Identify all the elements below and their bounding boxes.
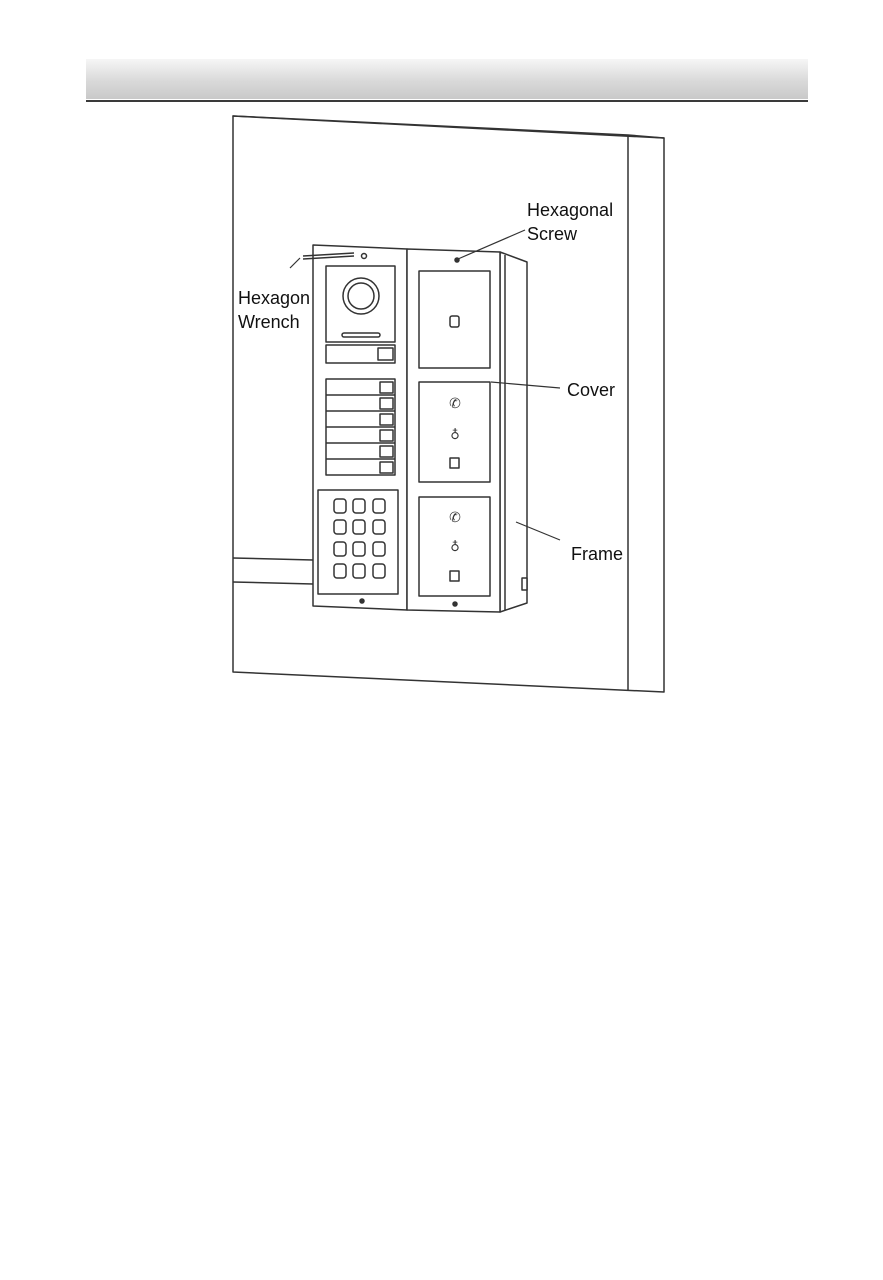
door-icon — [450, 458, 459, 468]
button-module — [326, 379, 395, 475]
right-module-column: ✆ ♁ ✆ ♁ — [407, 249, 500, 612]
phone-icon: ✆ — [449, 396, 461, 412]
frame-side — [500, 252, 527, 612]
device-frame — [500, 252, 527, 612]
keypad-module — [318, 490, 398, 603]
card-icon — [450, 316, 459, 327]
top-screw-left — [362, 254, 367, 259]
phone-icon: ✆ — [449, 510, 461, 526]
call-button — [378, 348, 393, 360]
label-hexagonal-screw-line2: Screw — [527, 224, 578, 244]
label-hexagon-wrench-line1: Hexagon — [238, 288, 310, 308]
label-frame: Frame — [571, 544, 623, 564]
label-hexagonal-screw-line1: Hexagonal — [527, 200, 613, 220]
label-cover: Cover — [567, 380, 615, 400]
mic-icon: ♁ — [450, 428, 460, 443]
left-module-column — [313, 245, 407, 610]
speaker-slot — [342, 333, 380, 337]
label-hexagon-wrench-line2: Wrench — [238, 312, 300, 332]
door-icon — [450, 571, 459, 581]
mic-icon: ♁ — [450, 540, 460, 555]
camera-module — [326, 254, 395, 364]
camera-lens-inner — [348, 283, 374, 309]
frame-notch — [522, 578, 527, 590]
